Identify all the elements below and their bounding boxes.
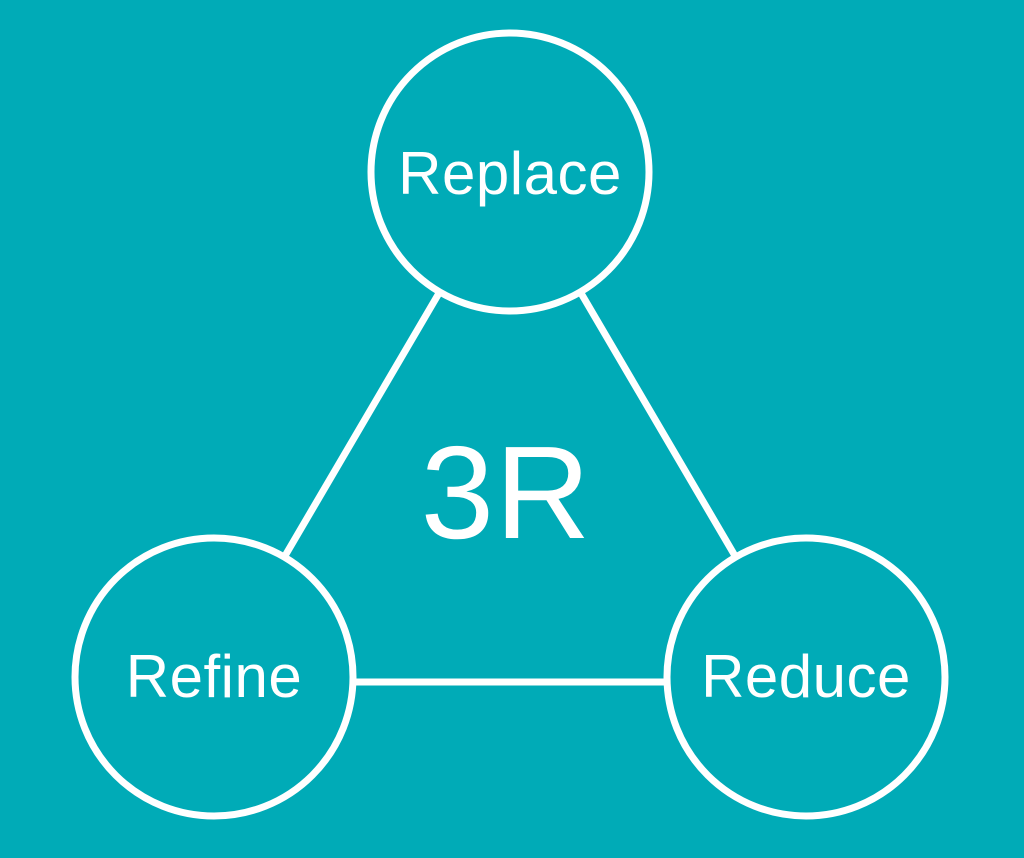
node-label-refine: Refine — [126, 643, 302, 710]
center-label: 3R — [421, 419, 592, 566]
node-circles — [71, 29, 949, 820]
node-labels: Replace Refine Reduce 3R — [126, 140, 911, 710]
node-circle-refine — [71, 534, 357, 820]
node-label-reduce: Reduce — [701, 643, 911, 710]
node-circle-reduce — [663, 534, 949, 820]
node-label-replace: Replace — [398, 140, 622, 207]
node-circle-replace — [367, 29, 653, 315]
